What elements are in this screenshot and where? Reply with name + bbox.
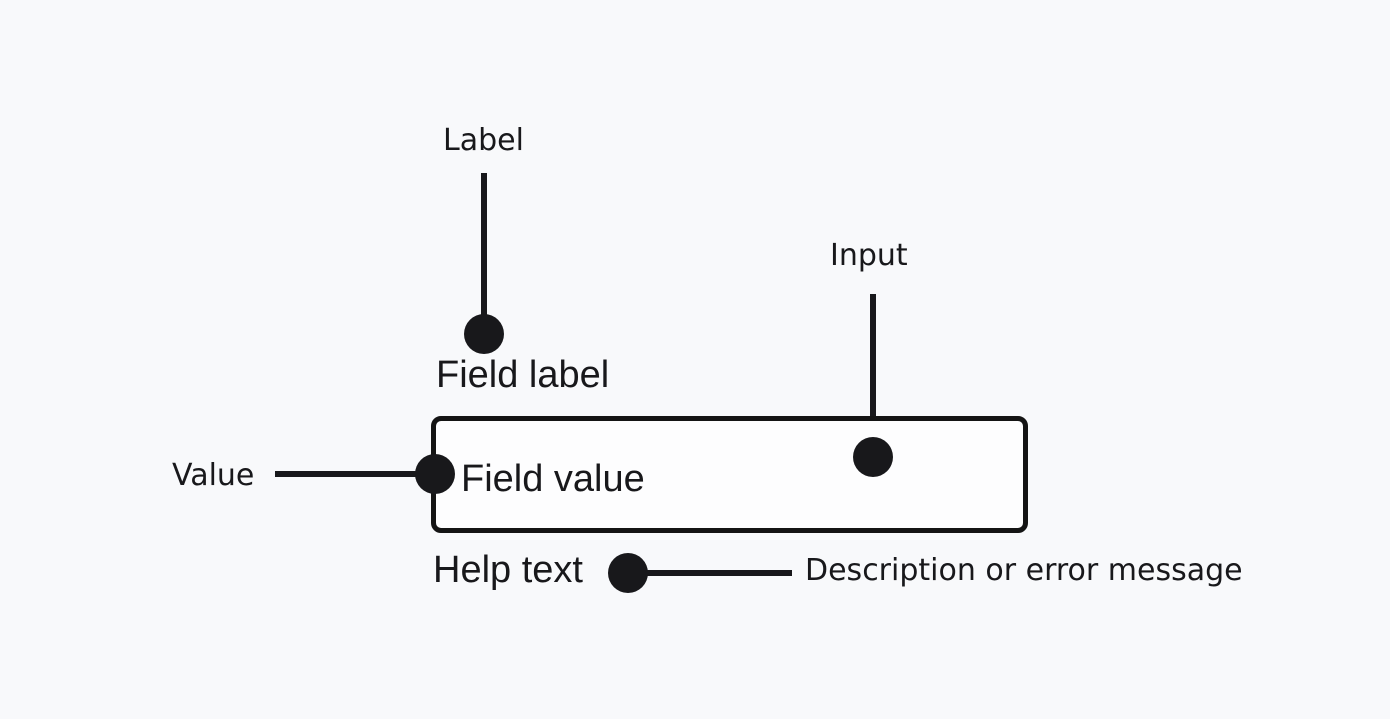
label-connector-line: [481, 173, 487, 334]
annotation-description: Description or error message: [805, 553, 1243, 588]
field-label-text: Field label: [436, 354, 610, 396]
value-connector-dot: [415, 454, 455, 494]
value-connector-line: [275, 471, 435, 477]
input-connector-line: [870, 294, 876, 457]
annotation-label: Label: [443, 123, 524, 158]
field-value-text: Field value: [461, 458, 645, 500]
annotation-value: Value: [172, 458, 255, 493]
annotation-input: Input: [830, 238, 908, 273]
help-connector-line: [628, 570, 792, 576]
label-connector-dot: [464, 314, 504, 354]
help-text: Help text: [433, 549, 583, 591]
input-connector-dot: [853, 437, 893, 477]
